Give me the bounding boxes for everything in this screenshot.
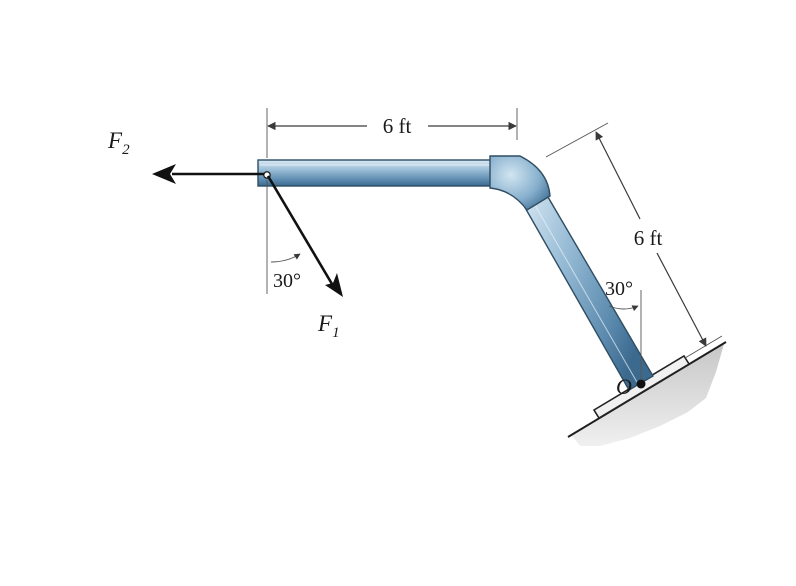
horizontal-dimension: [266, 108, 518, 158]
force-f2-arrow: [152, 164, 264, 184]
pipe-elbow: [489, 155, 551, 211]
f1-angle-marker: [266, 180, 301, 294]
inclined-ground: [567, 341, 727, 446]
inclined-dimension-label: 6 ft: [634, 226, 663, 250]
horizontal-dimension-label: 6 ft: [383, 114, 412, 138]
inclined-dimension: [545, 122, 723, 359]
force-f1-label: F1: [317, 311, 340, 341]
support-pin: [636, 379, 646, 389]
support-angle-marker: [608, 290, 642, 380]
inclined-pipe-segment: [522, 191, 654, 391]
horizontal-pipe-segment: [257, 159, 495, 187]
f1-angle-label: 30°: [273, 270, 301, 292]
support-angle-label: 30°: [605, 278, 633, 300]
force-f2-label: F2: [107, 128, 130, 158]
support-point-label: O: [616, 374, 632, 399]
force-f1-arrow: [266, 175, 343, 297]
